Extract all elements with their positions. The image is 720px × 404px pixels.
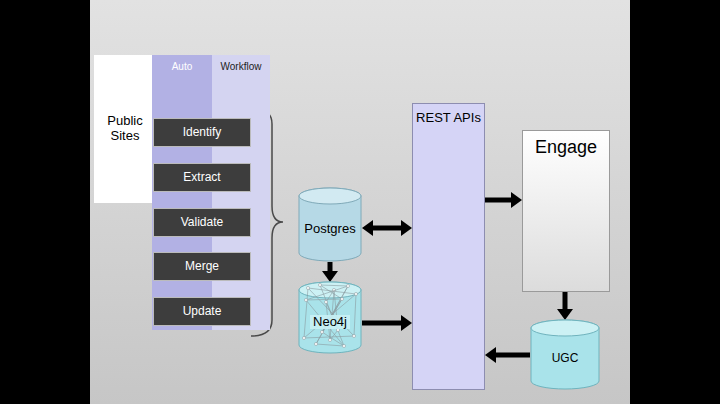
- database-cylinder: Neo4j: [298, 282, 362, 354]
- process-box: Extract: [153, 163, 251, 192]
- box-label: Engage: [533, 137, 599, 158]
- column-band: Auto: [152, 55, 212, 330]
- column-band: Workflow: [212, 55, 270, 330]
- process-box: Identify: [153, 118, 251, 147]
- flow-arrow: [496, 353, 530, 358]
- process-box: Merge: [153, 252, 251, 281]
- flow-arrow: [362, 321, 401, 326]
- box-label: Public Sites: [94, 114, 156, 144]
- box-label: Auto: [170, 61, 195, 73]
- process-box: Update: [153, 297, 251, 326]
- flow-arrow: [373, 226, 401, 231]
- flow-arrow: [485, 198, 511, 203]
- cylinder-top: [531, 320, 599, 336]
- box-label: Merge: [183, 260, 221, 274]
- database-cylinder: Postgres: [298, 188, 362, 262]
- process-box: Validate: [153, 208, 251, 237]
- database-label: Postgres: [302, 222, 357, 237]
- cylinder-top: [299, 188, 361, 204]
- source-box: Public Sites: [94, 55, 156, 203]
- flow-arrow: [328, 262, 333, 271]
- cylinder-body: [299, 188, 361, 261]
- flow-arrow: [563, 292, 568, 309]
- box-label: Identify: [181, 126, 224, 140]
- box-label: REST APIs: [414, 111, 483, 126]
- database-label: UGC: [550, 352, 581, 366]
- box-label: Validate: [179, 216, 225, 230]
- box-label: Workflow: [219, 61, 264, 73]
- database-label: Neo4j: [310, 315, 350, 330]
- box-label: Extract: [181, 171, 222, 185]
- database-cylinder: UGC: [530, 320, 600, 390]
- box-label: Update: [181, 305, 224, 319]
- app-box: Engage: [522, 130, 610, 292]
- api-box: REST APIs: [412, 103, 485, 390]
- graph-texture: [302, 283, 357, 347]
- cylinder-body: [299, 282, 361, 353]
- cylinder-body: [531, 320, 599, 389]
